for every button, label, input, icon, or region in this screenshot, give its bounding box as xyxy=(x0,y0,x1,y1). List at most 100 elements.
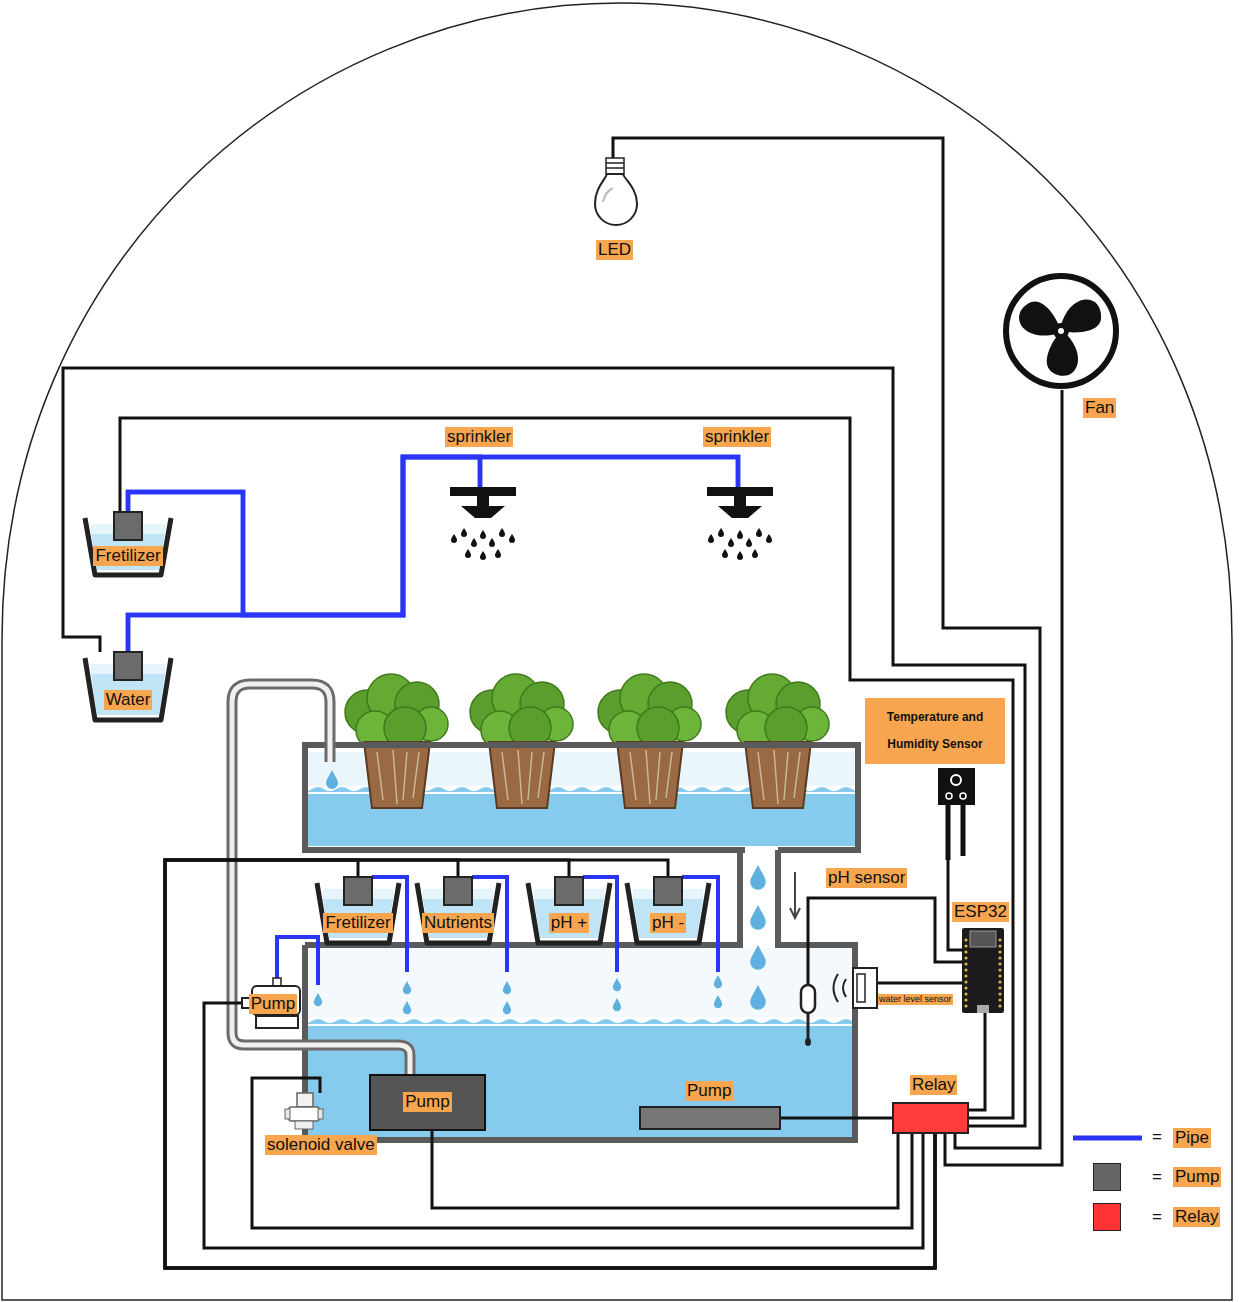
pump-square xyxy=(654,877,682,905)
signal-wire xyxy=(165,860,935,1268)
part-label: Fretilizer xyxy=(93,546,162,566)
legend-line xyxy=(1070,1132,1145,1144)
drawing-part xyxy=(613,998,621,1011)
sprinkler-node: sprinkler xyxy=(448,487,518,562)
tank-node: Fretilizer xyxy=(82,512,174,577)
part-label: LED xyxy=(596,240,633,260)
spray-drop xyxy=(471,538,477,547)
tank-node: pH - xyxy=(624,877,712,945)
part-label: water level sensor xyxy=(878,994,953,1005)
pump-square xyxy=(444,877,472,905)
sprinkler-bar xyxy=(707,487,773,496)
part-label: Relay xyxy=(910,1075,957,1095)
fan-blade xyxy=(1014,296,1063,347)
part-label: sprinkler xyxy=(703,427,771,447)
drawing-part xyxy=(314,993,322,1006)
sprinkler-shape xyxy=(448,487,518,562)
sprinkler-stem xyxy=(477,496,489,506)
pin xyxy=(964,968,967,971)
probe-body xyxy=(801,985,815,1013)
pump-square xyxy=(114,652,142,680)
drawing-part xyxy=(598,674,701,808)
tank-shape xyxy=(82,512,174,577)
sensor-eye xyxy=(951,775,961,785)
sprinkler-bar xyxy=(450,487,516,496)
dosing-pipe xyxy=(277,877,718,985)
bulb-shape xyxy=(593,158,639,230)
legend-swatch xyxy=(1093,1163,1121,1191)
pin xyxy=(998,950,1001,953)
signal-wire xyxy=(432,1130,898,1208)
valve-end xyxy=(318,1109,323,1119)
part-label: sprinkler xyxy=(445,427,513,447)
spray-drop xyxy=(489,538,495,547)
fan-ring xyxy=(1006,276,1116,386)
signal-wire xyxy=(780,1117,893,1120)
pump-square xyxy=(344,877,372,905)
signal-wire xyxy=(204,1003,923,1248)
fan-shape xyxy=(1002,272,1120,390)
drawing-part xyxy=(345,674,448,808)
valve-foot xyxy=(295,1121,313,1129)
water-pipe xyxy=(128,457,480,615)
pin xyxy=(998,980,1001,983)
tank-shape xyxy=(525,877,613,945)
sprinkler-deflector xyxy=(718,506,762,518)
part-label: Nutrients xyxy=(422,913,494,933)
sensor-pin xyxy=(960,793,966,799)
part-label: Water xyxy=(104,690,153,710)
spray-drop xyxy=(756,528,762,537)
pin xyxy=(998,992,1001,995)
chip xyxy=(970,931,996,947)
part-label: pH + xyxy=(549,913,589,933)
pin xyxy=(998,944,1001,947)
part-label: Fan xyxy=(1083,398,1116,418)
pin xyxy=(964,992,967,995)
legend-text: Relay xyxy=(1173,1207,1220,1227)
usb-port xyxy=(977,1005,989,1013)
tank-surface xyxy=(308,948,852,1018)
tank-shape xyxy=(314,877,402,945)
shelf xyxy=(305,850,858,945)
smallpump-node: Pump xyxy=(242,978,304,1030)
legend-text: Pipe xyxy=(1173,1128,1211,1148)
spray-drop xyxy=(509,534,515,543)
pump-square xyxy=(114,512,142,540)
probe-tip xyxy=(805,1038,811,1046)
signal-wire xyxy=(877,982,962,985)
probe-shape xyxy=(797,985,819,1047)
bigpump-node: Pump xyxy=(370,1075,485,1130)
part-label: pH - xyxy=(650,913,686,933)
legend-text: Pump xyxy=(1173,1167,1221,1187)
legend-swatch xyxy=(1093,1203,1121,1231)
drawing-part xyxy=(750,865,766,890)
water-pipe xyxy=(128,457,738,615)
bulb-cap xyxy=(606,158,624,174)
signal-waves xyxy=(834,974,847,1002)
relay-box xyxy=(893,1103,968,1133)
sensor-node: Temperature and Humidity Sensor xyxy=(865,698,1005,860)
tank-shape xyxy=(82,652,174,722)
spray-drop xyxy=(461,528,467,537)
pin xyxy=(998,956,1001,959)
drawing-part xyxy=(750,945,766,970)
spray-drop xyxy=(495,549,501,558)
part-label: ESP32 xyxy=(952,902,1009,922)
valve-node: solenoid valve xyxy=(285,1093,323,1131)
part-label: Fretilizer xyxy=(323,913,392,933)
spray-drop xyxy=(766,534,772,543)
probe-rod xyxy=(807,1013,810,1039)
water-pipe xyxy=(128,457,480,652)
pump-square xyxy=(555,877,583,905)
pin xyxy=(964,962,967,965)
esp-shape xyxy=(962,928,1004,1013)
drawing-part xyxy=(714,995,722,1008)
pump-box xyxy=(370,1075,485,1130)
valve-body xyxy=(289,1107,319,1121)
pump-base xyxy=(256,1016,298,1028)
signal-wire xyxy=(252,1078,912,1228)
return-pipe xyxy=(232,684,410,1075)
water-pipe xyxy=(128,457,738,652)
tank-node: pH + xyxy=(525,877,613,945)
